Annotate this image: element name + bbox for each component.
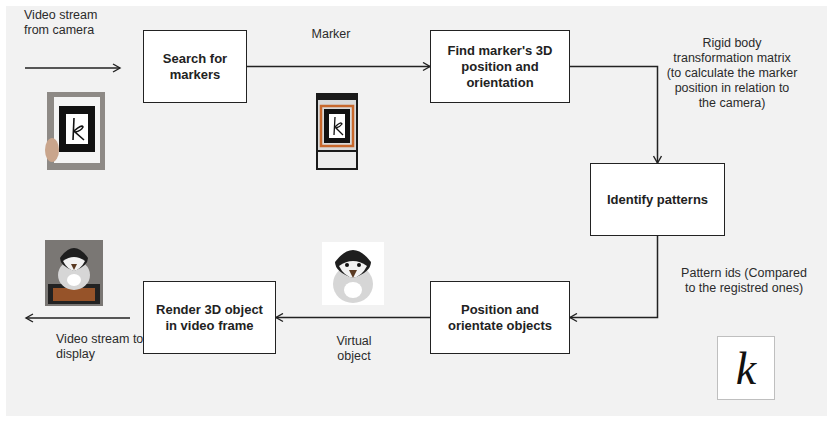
flow-arrow	[570, 236, 658, 318]
pattern-image: k	[717, 336, 775, 400]
process-box: Find marker's 3D position and orientatio…	[430, 30, 570, 103]
rendered-frame	[45, 240, 103, 306]
box-text: Position and orientate objects	[431, 302, 569, 334]
process-box: Position and orientate objects	[430, 281, 570, 354]
process-box: Identify patterns	[590, 163, 725, 236]
output-arrow	[26, 317, 130, 319]
marker-photo	[316, 93, 358, 170]
edge-label: Pattern ids (Compared to the registred o…	[680, 266, 808, 296]
box-text: Find marker's 3D position and orientatio…	[431, 43, 569, 91]
input-arrow	[25, 67, 120, 69]
stream-label: Video stream to display	[56, 332, 156, 362]
box-text: Search for markers	[144, 51, 246, 83]
edge-label: Rigid body transformation matrix (to cal…	[666, 36, 798, 111]
camera-photo	[45, 92, 105, 170]
box-text: Identify patterns	[599, 192, 716, 208]
stream-label: Video stream from camera	[24, 8, 124, 38]
flow-arrow	[570, 67, 658, 164]
flow-arrow	[247, 66, 430, 68]
process-box: Render 3D object in video frame	[143, 281, 276, 354]
edge-label: Marker	[296, 27, 366, 42]
flow-arrow	[276, 317, 430, 319]
box-text: Render 3D object in video frame	[144, 302, 275, 334]
process-box: Search for markers	[143, 30, 247, 103]
edge-label: Virtual object	[322, 334, 386, 364]
penguin-object	[322, 242, 384, 305]
